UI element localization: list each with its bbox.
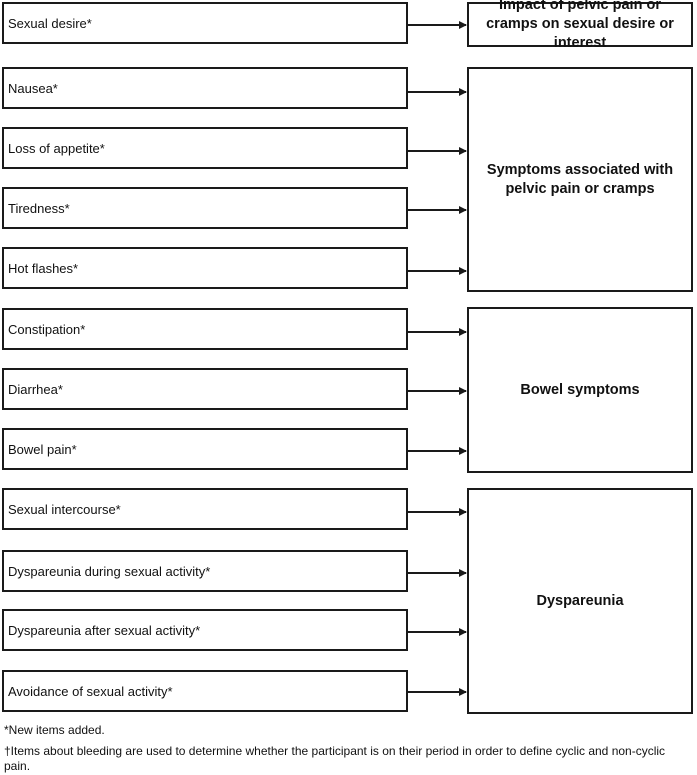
item-label: Sexual intercourse* — [8, 501, 121, 517]
group-label: Dyspareunia — [536, 592, 624, 609]
item-diarrhea: Diarrhea* — [2, 368, 408, 410]
item-bowel-pain: Bowel pain* — [2, 428, 408, 470]
item-sexual-desire: Sexual desire* — [2, 2, 408, 44]
item-label: Dyspareunia during sexual activity* — [8, 563, 211, 579]
group-label: Symptoms associated with pelvic pain or … — [486, 161, 674, 197]
item-nausea: Nausea* — [2, 67, 408, 109]
item-label: Dyspareunia after sexual activity* — [8, 622, 201, 638]
item-loss-of-appetite: Loss of appetite* — [2, 127, 408, 169]
item-avoidance: Avoidance of sexual activity* — [2, 670, 408, 712]
group-dyspareunia: Dyspareunia — [467, 488, 693, 714]
item-label: Tiredness* — [8, 200, 70, 216]
item-label: Loss of appetite* — [8, 140, 105, 156]
item-hot-flashes: Hot flashes* — [2, 247, 408, 289]
group-bowel-symptoms: Bowel symptoms — [467, 307, 693, 473]
item-constipation: Constipation* — [2, 308, 408, 350]
item-label: Bowel pain* — [8, 441, 77, 457]
item-label: Hot flashes* — [8, 260, 79, 276]
group-label: Impact of pelvic pain or cramps on sexua… — [486, 0, 674, 51]
item-dyspareunia-after: Dyspareunia after sexual activity* — [2, 609, 408, 651]
item-sexual-intercourse: Sexual intercourse* — [2, 488, 408, 530]
item-label: Constipation* — [8, 321, 86, 337]
item-label: Sexual desire* — [8, 15, 92, 31]
footnote-new-items: *New items added. — [4, 723, 105, 737]
item-dyspareunia-during: Dyspareunia during sexual activity* — [2, 550, 408, 592]
group-sexual-desire-impact: Impact of pelvic pain or cramps on sexua… — [467, 0, 693, 51]
group-label: Bowel symptoms — [520, 381, 640, 398]
item-label: Avoidance of sexual activity* — [8, 683, 173, 699]
item-tiredness: Tiredness* — [2, 187, 408, 229]
item-label: Nausea* — [8, 80, 58, 96]
group-associated-symptoms: Symptoms associated with pelvic pain or … — [467, 67, 693, 292]
footnote-bleeding: †Items about bleeding are used to determ… — [4, 744, 666, 773]
item-label: Diarrhea* — [8, 381, 63, 397]
